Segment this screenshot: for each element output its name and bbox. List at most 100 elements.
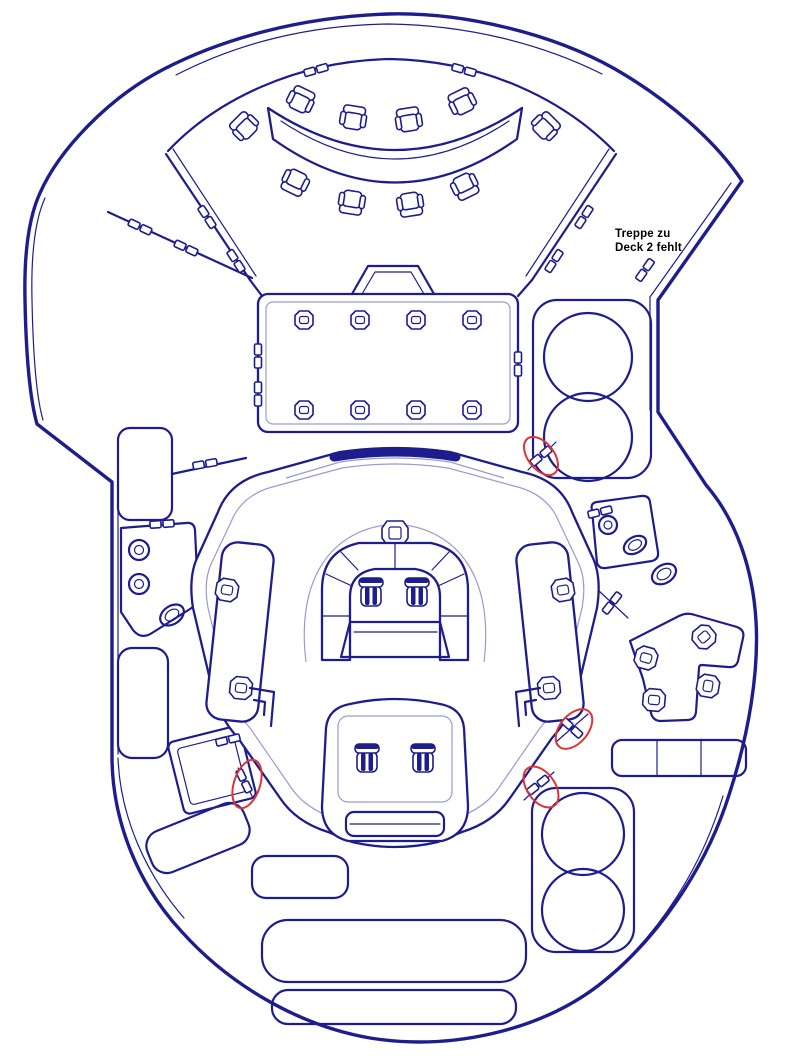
storage-room-inner: [177, 735, 247, 805]
tank-circle: [542, 311, 634, 403]
fixture-octagon: [406, 400, 426, 420]
room-inner-line: [265, 301, 511, 425]
helm-console: [344, 810, 446, 838]
missing-door-marker: [522, 765, 560, 809]
horseshoe-tick: [340, 551, 359, 571]
fixture-octagon: [294, 400, 314, 420]
toilet-fixture-inner: [164, 608, 180, 622]
room-ceiling-arc: [166, 57, 616, 153]
fixture-octagon: [462, 310, 482, 330]
note-line-2: Deck 2 fehlt: [615, 242, 682, 254]
command-chair: [404, 577, 430, 607]
starboard-rooms: [590, 494, 748, 778]
fixture-octagon: [350, 310, 370, 330]
horseshoe-tick: [325, 573, 353, 587]
room-outline: [531, 298, 653, 480]
hull-inner-line: [31, 197, 46, 421]
desk-chair: [641, 687, 667, 713]
door-icon: [302, 62, 330, 78]
bench: [250, 854, 350, 900]
missing-door-marker: [231, 758, 263, 810]
sink-fixture-inner: [133, 544, 145, 556]
desk-outline: [628, 612, 745, 723]
hull-inner-line: [605, 795, 724, 979]
door-icon: [543, 248, 565, 274]
missing-door-markers: [231, 435, 594, 810]
chair-icon: [444, 84, 480, 119]
wall-line: [530, 152, 618, 282]
missing-door-marker: [523, 435, 559, 477]
hull-inner-line: [117, 757, 185, 919]
captain-station-inner: [388, 526, 402, 540]
room-outline: [116, 426, 174, 522]
fixture-octagon: [294, 310, 314, 330]
fixture-octagon: [350, 400, 370, 420]
tank-circle: [540, 867, 626, 953]
toilet-fixture: [650, 562, 678, 586]
note-line-1: Treppe zu: [615, 228, 671, 240]
bench: [260, 918, 528, 984]
chair-icon: [394, 190, 426, 219]
console-seat: [213, 576, 241, 604]
captain-station-octagon: [381, 520, 409, 546]
chair-icon: [226, 108, 263, 145]
chair-icon: [527, 108, 564, 145]
viewscreen: [329, 447, 461, 462]
console-bracket: [514, 686, 542, 728]
door-icon: [525, 774, 551, 796]
wall-line: [172, 148, 257, 277]
desk-chair: [631, 643, 661, 673]
door-icon: [634, 257, 656, 283]
wall-line: [248, 278, 264, 298]
toilet-fixture: [159, 603, 185, 627]
horseshoe-tick: [431, 551, 450, 571]
helm-station-outline: [320, 697, 470, 843]
sink-fixture-inner: [133, 578, 145, 590]
bridge: [190, 446, 600, 849]
console-bracket: [248, 686, 276, 728]
hull-outline: [23, 12, 759, 1044]
door-icon: [573, 204, 595, 230]
console-seat: [549, 576, 577, 604]
bench-row: [610, 738, 748, 778]
chair-icon: [393, 105, 425, 134]
wall-line: [597, 589, 629, 619]
bridge-step-line: [285, 457, 505, 479]
conference-room: [106, 57, 618, 298]
sink-fixture: [127, 538, 151, 562]
missing-door-marker: [554, 708, 594, 750]
chair-icon: [336, 188, 368, 217]
sink-fixture: [597, 514, 619, 536]
fixture-octagon: [406, 310, 426, 330]
chair-icon: [283, 82, 319, 117]
doorway-alcove: [350, 264, 436, 296]
tank-circle: [542, 391, 634, 483]
bench: [145, 801, 251, 875]
command-console: [339, 620, 451, 659]
hull: [23, 12, 759, 1044]
door-icon: [450, 62, 478, 78]
tank-circle: [540, 791, 626, 877]
helm-chair: [354, 743, 380, 773]
command-chair: [358, 577, 384, 607]
hull-inner-line: [175, 23, 603, 76]
desk-chair: [694, 672, 722, 700]
command-horseshoe: [320, 541, 470, 662]
door-icon: [225, 248, 247, 274]
console-band: [266, 106, 524, 184]
wall-line: [555, 713, 589, 743]
chair-icon: [337, 103, 369, 132]
wall-line: [525, 148, 610, 277]
lower-tank-room: [530, 786, 636, 954]
helm-station-inner: [337, 715, 453, 803]
wall-line: [516, 278, 534, 298]
room-outline: [116, 646, 170, 760]
equipment-room: [256, 264, 520, 434]
chair-icon: [277, 165, 313, 200]
upper-tank-room: [531, 298, 653, 483]
console-band-inner: [280, 120, 510, 160]
toilet-fixture-inner: [627, 539, 643, 551]
horseshoe-tick: [437, 573, 465, 587]
